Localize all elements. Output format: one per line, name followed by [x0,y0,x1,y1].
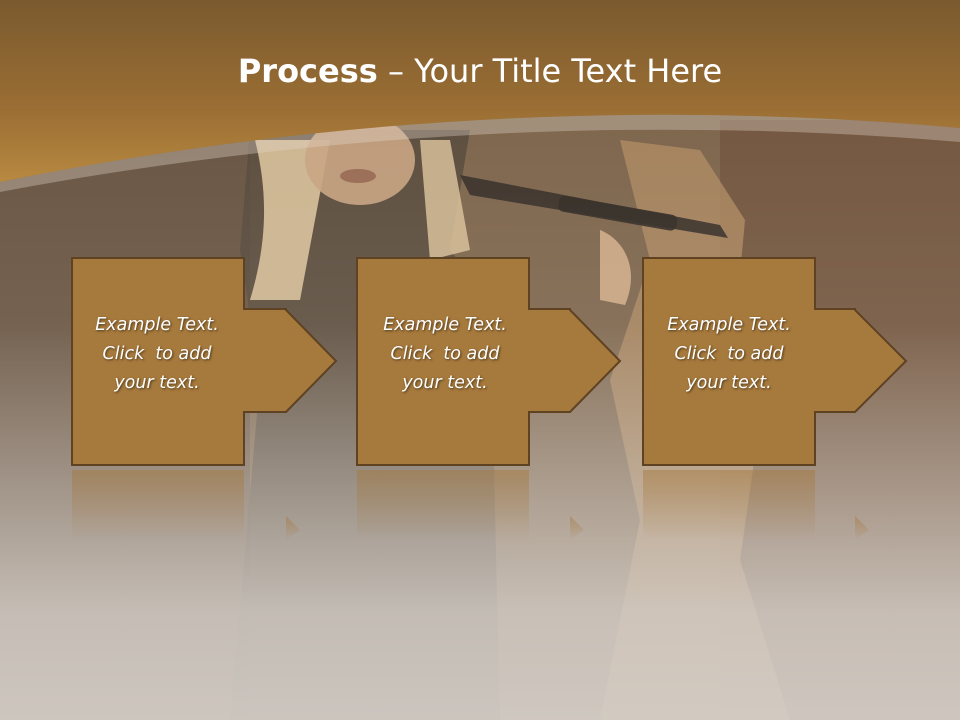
arrow-reflection [570,516,584,540]
arrow-reflection [286,516,300,540]
header-band [0,0,960,192]
step-text-line: your text. [686,373,772,393]
step-1-text[interactable]: Example Text. Click to add your text. [72,311,242,398]
step-text-line: your text. [114,373,200,393]
step-reflection [72,470,244,540]
step-reflection [357,470,529,540]
step-text-line: Click to add [102,344,212,364]
process-step-1[interactable] [71,257,338,540]
step-reflection [643,470,815,540]
process-step-3[interactable] [642,257,908,540]
step-text-line: Click to add [390,344,500,364]
step-2-text[interactable]: Example Text. Click to add your text. [360,311,530,398]
arrow-reflection [855,516,869,540]
step-text-line: Example Text. [667,315,791,335]
process-step-2[interactable] [356,257,622,540]
title-rest: – Your Title Text Here [377,52,723,90]
slide-title[interactable]: Process – Your Title Text Here [0,52,960,90]
title-bold: Process [237,52,378,90]
step-text-line: Example Text. [95,315,219,335]
step-text-line: Example Text. [383,315,507,335]
step-text-line: your text. [402,373,488,393]
step-3-text[interactable]: Example Text. Click to add your text. [644,311,814,398]
step-text-line: Click to add [674,344,784,364]
